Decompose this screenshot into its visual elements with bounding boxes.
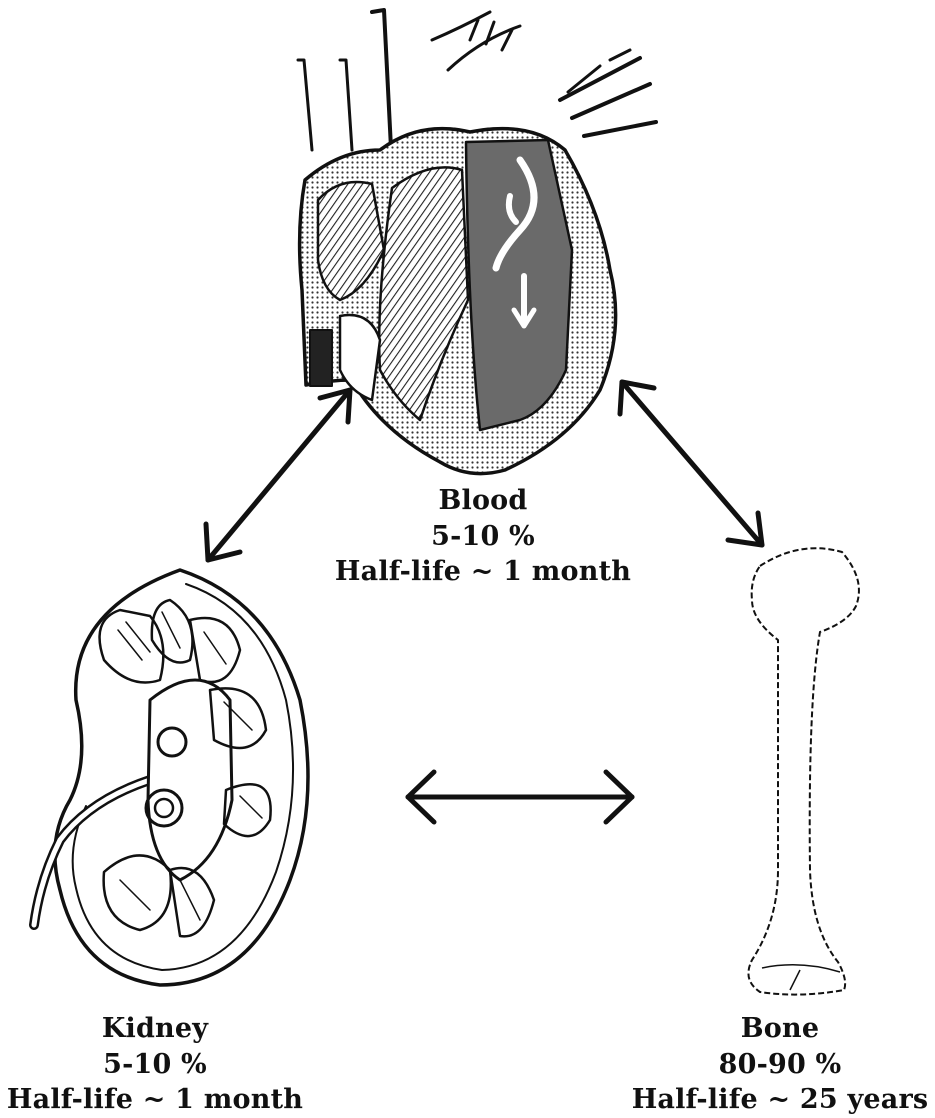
kidney-label: Kidney 5-10 % Half-life ~ 1 month — [0, 1011, 310, 1118]
blood-name: Blood — [313, 483, 653, 519]
kidney-percent: 5-10 % — [0, 1047, 310, 1083]
bone-label: Bone 80-90 % Half-life ~ 25 years — [625, 1011, 935, 1118]
bone-half-life: Half-life ~ 25 years — [625, 1082, 935, 1118]
bone-name: Bone — [625, 1011, 935, 1047]
kidney-cross-section-icon — [34, 570, 308, 985]
bone-icon — [748, 548, 859, 994]
kidney-half-life: Half-life ~ 1 month — [0, 1082, 310, 1118]
blood-label: Blood 5-10 % Half-life ~ 1 month — [313, 483, 653, 590]
bone-percent: 80-90 % — [625, 1047, 935, 1083]
blood-half-life: Half-life ~ 1 month — [313, 554, 653, 590]
kidney-bone-arrow — [408, 772, 632, 822]
blood-percent: 5-10 % — [313, 519, 653, 555]
kidney-name: Kidney — [0, 1011, 310, 1047]
heart-cross-section-icon — [298, 10, 656, 474]
